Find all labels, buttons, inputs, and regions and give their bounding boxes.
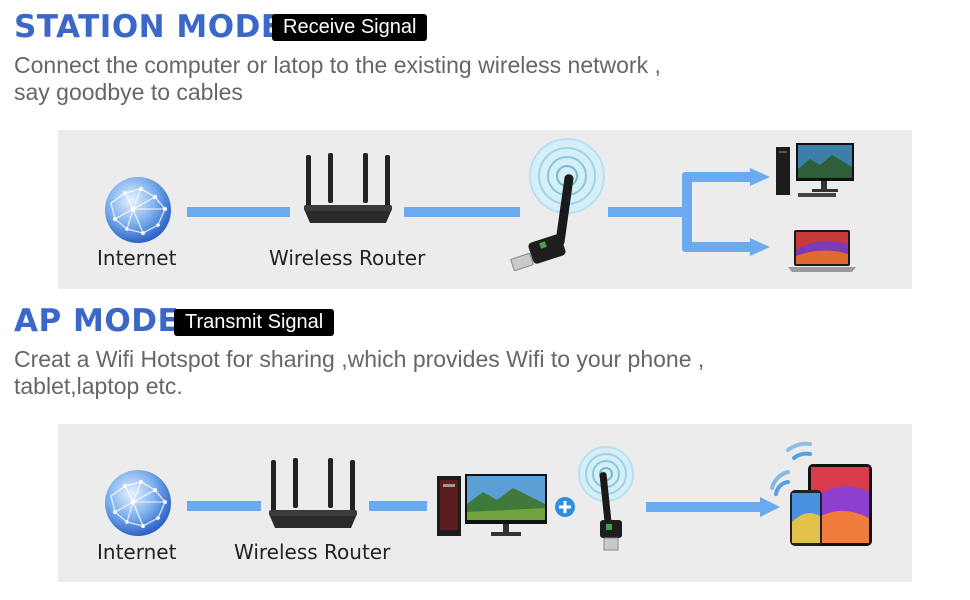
ap-connector-1	[187, 501, 261, 511]
wifi-adapter-icon	[578, 446, 634, 551]
station-router-label: Wireless Router	[269, 246, 426, 270]
desktop-computer-icon	[437, 474, 547, 536]
router-icon	[269, 458, 357, 528]
station-internet-label: Internet	[97, 246, 177, 270]
station-desc-line2: say goodbye to cables	[14, 79, 243, 105]
receive-signal-badge: Receive Signal	[272, 14, 428, 41]
transmit-signal-badge: Transmit Signal	[174, 309, 335, 336]
branch-arrow	[608, 168, 770, 256]
station-mode-title: STATION MODE	[14, 9, 283, 45]
station-connector-2	[404, 207, 520, 217]
station-connector-1	[187, 207, 290, 217]
ap-arrow	[646, 497, 780, 517]
wifi-adapter-icon	[510, 138, 605, 272]
ap-router-label: Wireless Router	[234, 540, 391, 564]
desktop-computer-icon	[776, 143, 854, 197]
ap-desc-line1: Creat a Wifi Hotspot for sharing ,which …	[14, 346, 705, 372]
laptop-icon	[788, 230, 856, 272]
ap-mode-title: AP MODE	[14, 303, 180, 339]
ap-desc-line2: tablet,laptop etc.	[14, 373, 183, 399]
ap-internet-label: Internet	[97, 540, 177, 564]
mobile-devices-icon	[770, 441, 872, 546]
globe-icon	[105, 470, 171, 536]
globe-icon	[105, 177, 171, 243]
station-desc-line1: Connect the computer or latop to the exi…	[14, 52, 661, 78]
plus-icon	[555, 497, 575, 517]
station-description: Connect the computer or latop to the exi…	[14, 52, 661, 106]
ap-description: Creat a Wifi Hotspot for sharing ,which …	[14, 346, 704, 400]
ap-connector-2	[369, 501, 427, 511]
router-icon	[304, 153, 392, 223]
